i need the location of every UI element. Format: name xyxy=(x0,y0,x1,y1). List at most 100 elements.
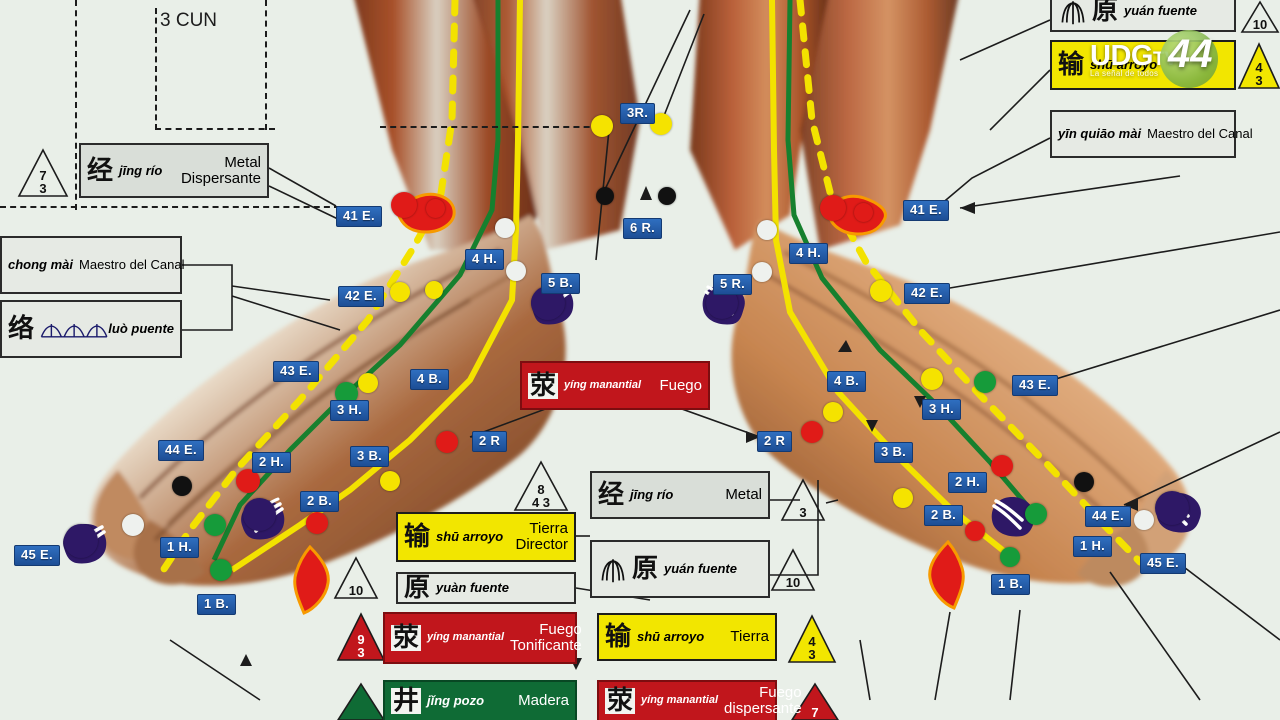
acupoint-marker[interactable] xyxy=(1134,510,1154,530)
acupoint-tag-3h[interactable]: 3 H. xyxy=(922,399,962,420)
acupoint-marker[interactable] xyxy=(1025,503,1047,525)
acupoint-marker[interactable] xyxy=(1074,472,1094,492)
acupoint-marker[interactable] xyxy=(658,187,676,205)
acupoint-marker[interactable] xyxy=(823,402,843,422)
acupoint-tag-1b[interactable]: 1 B. xyxy=(991,574,1031,595)
acupoint-marker[interactable] xyxy=(236,469,260,493)
triangle-numbers: 7 xyxy=(811,706,818,719)
legend-spanish-stack: Madera xyxy=(518,693,569,709)
acupoint-marker[interactable] xyxy=(591,115,613,137)
acupoint-marker[interactable] xyxy=(210,559,232,581)
legend-pinyin: yíng manantial xyxy=(427,631,505,644)
triangle-number-bottom: 7 xyxy=(811,705,819,720)
acupoint-tag-43e[interactable]: 43 E. xyxy=(273,361,319,382)
acupoint-marker[interactable] xyxy=(425,198,445,218)
acupoint-tag-43e[interactable]: 43 E. xyxy=(1012,375,1058,396)
acupoint-tag-42e[interactable]: 42 E. xyxy=(338,286,384,307)
acupoint-marker[interactable] xyxy=(820,195,846,221)
legend-han-character: 经 xyxy=(598,480,625,510)
acupoint-marker[interactable] xyxy=(306,512,328,534)
acupoint-marker[interactable] xyxy=(650,113,672,135)
acupoint-tag-4h[interactable]: 4 H. xyxy=(789,243,829,264)
acupoint-marker[interactable] xyxy=(122,514,144,536)
acupoint-marker[interactable] xyxy=(596,187,614,205)
acupoint-marker[interactable] xyxy=(991,455,1013,477)
acupoint-marker[interactable] xyxy=(506,261,526,281)
acupoint-marker[interactable] xyxy=(1155,491,1189,525)
acupoint-tag-42e[interactable]: 42 E. xyxy=(904,283,950,304)
acupoint-tag-3b[interactable]: 3 B. xyxy=(874,442,914,463)
triangle-number-bottom: 3 xyxy=(808,647,816,662)
legend-han-character: 井 xyxy=(391,686,422,716)
legend-han-character: 原 xyxy=(1092,0,1119,26)
acupoint-marker[interactable] xyxy=(1000,547,1020,567)
acupoint-tag-3h[interactable]: 3 H. xyxy=(330,400,370,421)
acupoint-tag-2r[interactable]: 2 R xyxy=(472,431,508,452)
acupoint-tag-6r[interactable]: 6 R. xyxy=(623,218,663,239)
acupoint-marker[interactable] xyxy=(172,476,192,496)
acupoint-tag-2b[interactable]: 2 B. xyxy=(924,505,964,526)
acupoint-marker[interactable] xyxy=(921,368,943,390)
acupoint-marker[interactable] xyxy=(380,471,400,491)
acupoint-marker[interactable] xyxy=(853,202,873,222)
legend-han-character: 输 xyxy=(605,622,632,652)
watermark-disc xyxy=(1160,30,1218,88)
acupoint-tag-4b[interactable]: 4 B. xyxy=(410,369,450,390)
acupoint-tag-1h[interactable]: 1 H. xyxy=(1073,536,1113,557)
acupoint-marker[interactable] xyxy=(801,421,823,443)
acupoint-tag-1b[interactable]: 1 B. xyxy=(197,594,237,615)
acupoint-tag-4b[interactable]: 4 B. xyxy=(827,371,867,392)
acupoint-tag-1h[interactable]: 1 H. xyxy=(160,537,200,558)
acupoint-marker[interactable] xyxy=(893,488,913,508)
acupoint-marker[interactable] xyxy=(436,431,458,453)
acupoint-marker[interactable] xyxy=(390,282,410,302)
legend-text-stack: jǐng pozo xyxy=(427,694,512,708)
acupoint-tag-2h[interactable]: 2 H. xyxy=(252,452,292,473)
legend-han-character: 原 xyxy=(632,554,659,584)
acupoint-marker[interactable] xyxy=(757,220,777,240)
acupoint-tag-44e[interactable]: 44 E. xyxy=(1085,506,1131,527)
acupoint-tag-2b[interactable]: 2 B. xyxy=(300,491,340,512)
legend-spanish-stack: Metal xyxy=(725,487,762,503)
legend-han-character: 荥 xyxy=(528,370,559,401)
acupoint-tag-5r[interactable]: 5 R. xyxy=(713,274,753,295)
acupoint-marker[interactable] xyxy=(974,371,996,393)
acupoint-marker[interactable] xyxy=(242,497,276,531)
acupoint-marker[interactable] xyxy=(870,280,892,302)
baseline-guide xyxy=(0,206,340,208)
legend-text-stack: yíng manantial xyxy=(564,379,653,391)
acupoint-tag-4h[interactable]: 4 H. xyxy=(465,249,505,270)
acupoint-marker[interactable] xyxy=(64,524,98,558)
bridge-icon xyxy=(40,324,108,338)
acupoint-marker[interactable] xyxy=(425,281,443,299)
acupoint-tag-44e[interactable]: 44 E. xyxy=(158,440,204,461)
acupoint-marker[interactable] xyxy=(965,521,985,541)
acupoint-marker[interactable] xyxy=(334,381,358,405)
acupoint-marker[interactable] xyxy=(752,262,772,282)
legend-spanish-stack: Maestro del Canal xyxy=(1147,127,1253,141)
acupoint-tag-45e[interactable]: 45 E. xyxy=(14,545,60,566)
acupoint-tag-2h[interactable]: 2 H. xyxy=(948,472,988,493)
acupoint-tag-3r[interactable]: 3R. xyxy=(620,103,656,124)
acupoint-marker[interactable] xyxy=(391,192,417,218)
legend-text-stack: yuán fuente xyxy=(664,562,762,576)
acupoint-tag-41e[interactable]: 41 E. xyxy=(903,200,949,221)
acupoint-marker[interactable] xyxy=(358,373,378,393)
acupoint-tag-41e[interactable]: 41 E. xyxy=(336,206,382,227)
element-triangle xyxy=(336,682,386,720)
legend-han-character: 输 xyxy=(404,522,431,552)
acupoint-tag-45e[interactable]: 45 E. xyxy=(1140,553,1186,574)
acupoint-marker[interactable] xyxy=(204,514,226,536)
acupoint-marker[interactable] xyxy=(495,218,515,238)
acupoint-tag-2r[interactable]: 2 R xyxy=(757,431,793,452)
acupoint-tag-3b[interactable]: 3 B. xyxy=(350,446,390,467)
acupoint-tag-5b[interactable]: 5 B. xyxy=(541,273,581,294)
legend-spanish-line: Madera xyxy=(518,692,569,710)
element-triangle: 10 xyxy=(770,548,816,592)
